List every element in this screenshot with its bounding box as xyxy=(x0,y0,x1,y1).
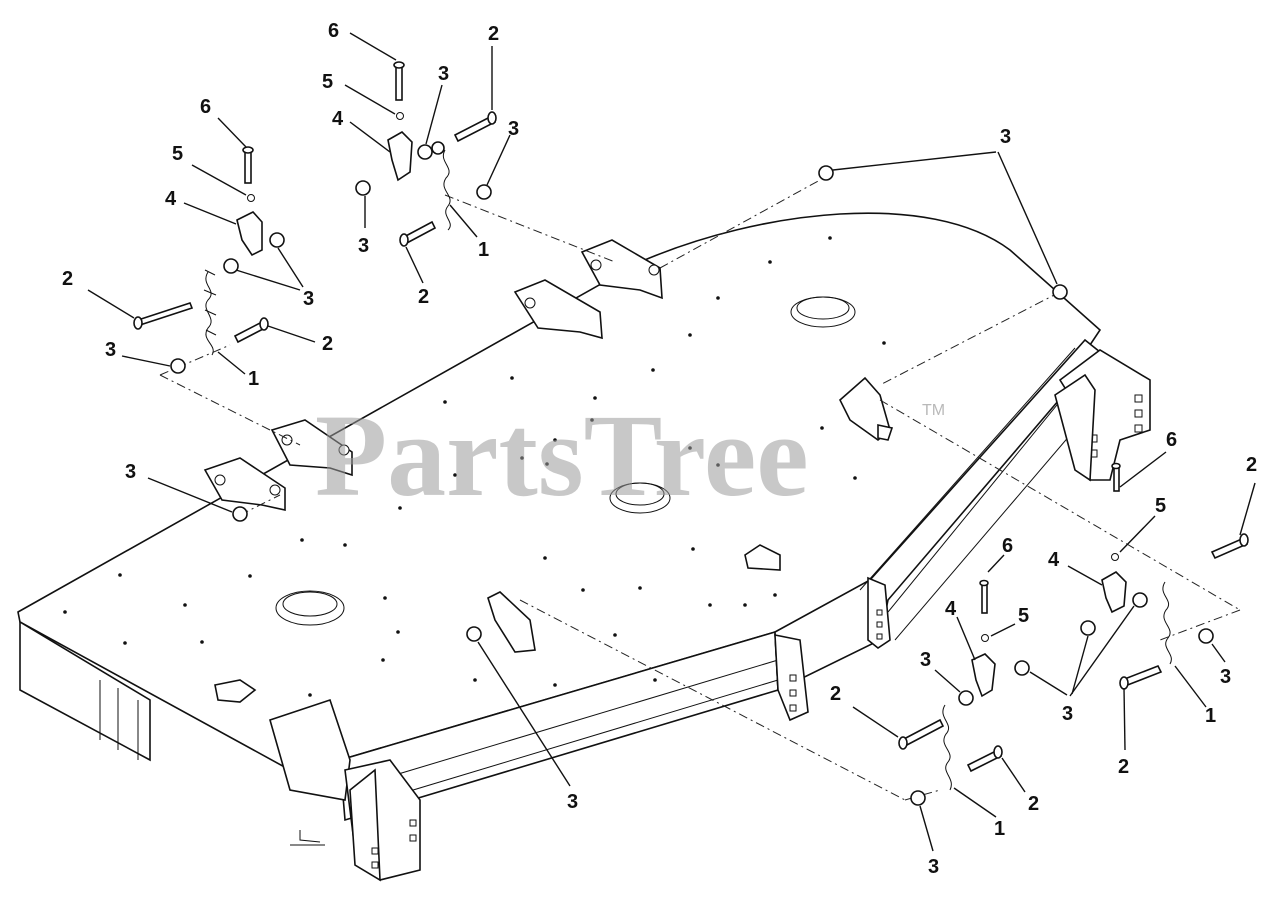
callout-number: 2 xyxy=(1028,793,1039,815)
callout-number: 3 xyxy=(1000,126,1011,148)
callout-number: 6 xyxy=(328,20,339,42)
callout-number: 3 xyxy=(1220,666,1231,688)
assembly-center-lines xyxy=(159,179,1241,801)
callout-number: 5 xyxy=(1018,605,1029,627)
callout-number: 3 xyxy=(358,235,369,257)
callout-number: 2 xyxy=(418,286,429,308)
callout-number: 5 xyxy=(1155,495,1166,517)
callout-number: 2 xyxy=(488,23,499,45)
callout-number: 3 xyxy=(567,791,578,813)
callout-number: 2 xyxy=(830,683,841,705)
callout-number: 2 xyxy=(1246,454,1257,476)
callout-number: 3 xyxy=(303,288,314,310)
trademark-mark: TM xyxy=(922,402,945,419)
hardware-upper-left xyxy=(133,146,285,522)
callout-number: 2 xyxy=(62,268,73,290)
callout-number: 1 xyxy=(248,368,259,390)
callout-number: 3 xyxy=(105,339,116,361)
callout-number: 5 xyxy=(172,143,183,165)
deck-shell xyxy=(17,212,1151,882)
callout-number: 3 xyxy=(928,856,939,878)
callout-number: 1 xyxy=(1205,705,1216,727)
callout-number: 6 xyxy=(1166,429,1177,451)
hardware-right-rear xyxy=(466,165,1068,642)
callout-number: 6 xyxy=(200,96,211,118)
callout-number: 2 xyxy=(1118,756,1129,778)
callout-number: 4 xyxy=(1048,549,1060,571)
hardware-lower-center xyxy=(898,579,1030,806)
callout-number: 3 xyxy=(125,461,136,483)
callout-number: 3 xyxy=(920,649,931,671)
watermark-text: PartsTree xyxy=(315,390,809,521)
callout-number: 1 xyxy=(478,239,489,261)
callout-number: 3 xyxy=(1062,703,1073,725)
leader-lines xyxy=(87,32,1256,852)
deck-mounting-holes xyxy=(63,236,886,697)
hardware-right xyxy=(1080,462,1249,690)
callout-number: 5 xyxy=(322,71,333,93)
callout-number: 2 xyxy=(322,333,333,355)
callout-number: 4 xyxy=(945,598,957,620)
callout-number: 6 xyxy=(1002,535,1013,557)
rear-hitch-plates xyxy=(203,239,894,703)
callout-number: 3 xyxy=(508,118,519,140)
hardware-upper-center xyxy=(355,61,497,247)
callout-number: 3 xyxy=(438,63,449,85)
callout-numbers: 6 5 4 2 3 3 1 2 3 6 5 4 3 2 3 3 1 2 3 3 … xyxy=(62,20,1257,878)
callout-number: 1 xyxy=(994,818,1005,840)
spindle-openings xyxy=(275,296,856,626)
callout-number: 4 xyxy=(165,188,177,210)
watermark: PartsTree TM xyxy=(315,390,945,521)
callout-number: 4 xyxy=(332,108,344,130)
